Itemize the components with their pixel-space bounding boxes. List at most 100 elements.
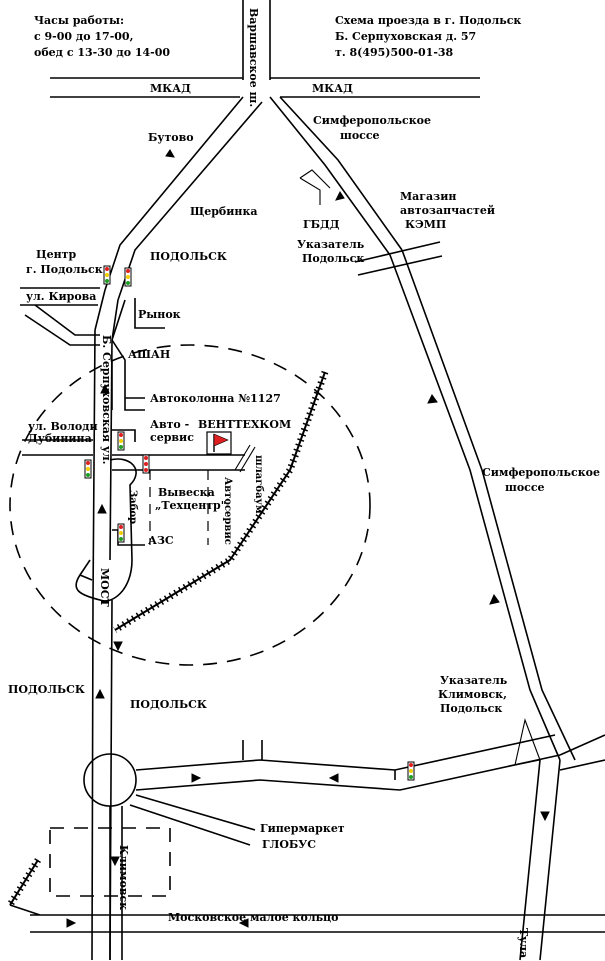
label-venttehkom: ВЕНТТЕХКОМ bbox=[198, 418, 291, 431]
label-volodi-1: ул. Володи bbox=[28, 420, 98, 433]
arrow-icon bbox=[66, 918, 77, 928]
label-center-1: Центр bbox=[36, 248, 76, 261]
label-globus-1: Гипермаркет bbox=[260, 822, 345, 835]
label-shcherbinka: Щербинка bbox=[190, 205, 258, 218]
road-bridge-loop bbox=[75, 458, 137, 602]
label-kirova: ул. Кирова bbox=[26, 290, 96, 303]
road-klimovsk bbox=[109, 806, 123, 960]
railway-sw-ties bbox=[7, 858, 41, 907]
road-globus-south bbox=[129, 794, 256, 846]
label-sign-podolsk-2: Подольск bbox=[302, 252, 364, 265]
road-market bbox=[24, 304, 100, 346]
traffic-lights bbox=[84, 265, 415, 781]
label-simf-top-2: шоссе bbox=[340, 129, 380, 142]
label-ring: Московское малое кольцо bbox=[168, 911, 339, 924]
label-shop-3: КЭМП bbox=[405, 218, 446, 231]
arrow-icon bbox=[95, 688, 105, 699]
traffic-light bbox=[103, 265, 111, 285]
traffic-light bbox=[142, 454, 150, 474]
label-ashan: АШАН bbox=[128, 348, 170, 361]
label-mkad-right: МКАД bbox=[312, 82, 353, 95]
road-globus-spurs bbox=[242, 740, 396, 780]
venttehkom-marker bbox=[206, 431, 232, 455]
label-gibdd: ГБДД bbox=[303, 218, 340, 231]
highlight-circle bbox=[9, 344, 371, 666]
flag-icon bbox=[213, 433, 229, 447]
label-simf-mid-1: Симферопольское bbox=[482, 466, 600, 479]
road-podolsk-entry bbox=[94, 289, 119, 341]
label-avtoservis-v: Автосервис bbox=[222, 477, 233, 545]
road-azs bbox=[112, 529, 145, 546]
address: Б. Серпуховская д. 57 bbox=[335, 30, 476, 43]
arrow-icon bbox=[113, 641, 123, 652]
traffic-light bbox=[84, 459, 92, 479]
gate-shlagbaum bbox=[234, 444, 256, 473]
label-mkad-left: МКАД bbox=[150, 82, 191, 95]
scheme-title: Схема проезда в г. Подольск bbox=[335, 14, 521, 27]
label-rynok: Рынок bbox=[138, 308, 181, 321]
road-avtoservis bbox=[112, 429, 136, 442]
road-kirova bbox=[20, 287, 100, 306]
map-labels: Варшавское ш. МКАД МКАД Симферопольское … bbox=[8, 8, 600, 958]
label-vyveska-2: „Техцентр" bbox=[155, 499, 226, 512]
label-globus-2: ГЛОБУС bbox=[262, 838, 316, 851]
railway bbox=[7, 370, 329, 907]
globus-area bbox=[49, 827, 171, 897]
label-vyveska-1: Вывеска bbox=[158, 486, 215, 499]
label-avtoservis-2: сервис bbox=[150, 431, 194, 444]
label-podolsk-mid: ПОДОЛЬСК bbox=[130, 698, 207, 711]
hours-title: Часы работы: bbox=[34, 14, 124, 27]
label-butovo: Бутово bbox=[148, 131, 194, 144]
label-varshavskoe: Варшавское ш. bbox=[247, 8, 260, 107]
road-varshavskoe bbox=[242, 0, 271, 80]
traffic-light bbox=[124, 267, 132, 287]
road-small-ring bbox=[9, 904, 605, 933]
label-simf-top-1: Симферопольское bbox=[313, 114, 431, 127]
arrow-icon bbox=[238, 918, 249, 928]
market-block bbox=[111, 298, 165, 341]
arrow-icon bbox=[489, 593, 500, 605]
roads bbox=[9, 0, 605, 961]
label-avtokolonna: Автоколонна №1127 bbox=[150, 392, 281, 405]
traffic-light bbox=[117, 523, 125, 543]
label-shop-1: Магазин bbox=[400, 190, 456, 203]
traffic-light bbox=[117, 431, 125, 451]
label-simf-mid-2: шоссе bbox=[505, 481, 545, 494]
label-volodi-2: Дубинина bbox=[28, 432, 92, 445]
road-volodi-dubinina bbox=[22, 439, 93, 456]
label-center-2: г. Подольск bbox=[26, 263, 103, 276]
road-globus bbox=[135, 734, 561, 791]
road-gibdd-loop bbox=[299, 169, 331, 205]
label-tula: Тула bbox=[517, 928, 530, 958]
arrow-icon bbox=[540, 811, 550, 822]
arrow-icon bbox=[191, 773, 202, 783]
label-avtoservis-1: Авто - bbox=[150, 418, 189, 431]
arrow-icon bbox=[328, 773, 339, 783]
label-sign-klim-2: Климовск, bbox=[438, 688, 507, 701]
road-tula bbox=[519, 734, 605, 961]
arrow-icon bbox=[335, 191, 345, 201]
label-sign-podolsk-1: Указатель bbox=[297, 238, 365, 251]
label-shlagbaum: шлагбаум bbox=[253, 455, 264, 514]
road-simferopolskoe-north bbox=[269, 96, 403, 256]
road-mkad bbox=[50, 77, 480, 98]
railway-main bbox=[114, 371, 326, 631]
road-avtoservis-dashed bbox=[149, 470, 209, 545]
arrow-icon bbox=[165, 149, 175, 158]
label-b-serp: Б. Серпуховская ул. bbox=[100, 335, 113, 465]
road-venttehkom bbox=[112, 454, 245, 471]
traffic-light bbox=[407, 761, 415, 781]
phone: т. 8(495)500-01-38 bbox=[335, 46, 454, 59]
info-block: Часы работы: с 9-00 до 17-00, обед с 13-… bbox=[34, 14, 521, 59]
road-simferopolskoe-main bbox=[389, 249, 576, 761]
label-azs: АЗС bbox=[148, 534, 174, 547]
road-ashan bbox=[111, 339, 145, 411]
label-sign-klim-1: Указатель bbox=[440, 674, 508, 687]
arrow-icon bbox=[110, 856, 120, 867]
label-most: МОСТ bbox=[98, 568, 111, 608]
label-podolsk-top: ПОДОЛЬСК bbox=[150, 250, 227, 263]
hours-line1: с 9-00 до 17-00, bbox=[34, 30, 133, 43]
arrow-icon bbox=[100, 383, 110, 394]
road-cross-podolsk bbox=[354, 241, 443, 276]
